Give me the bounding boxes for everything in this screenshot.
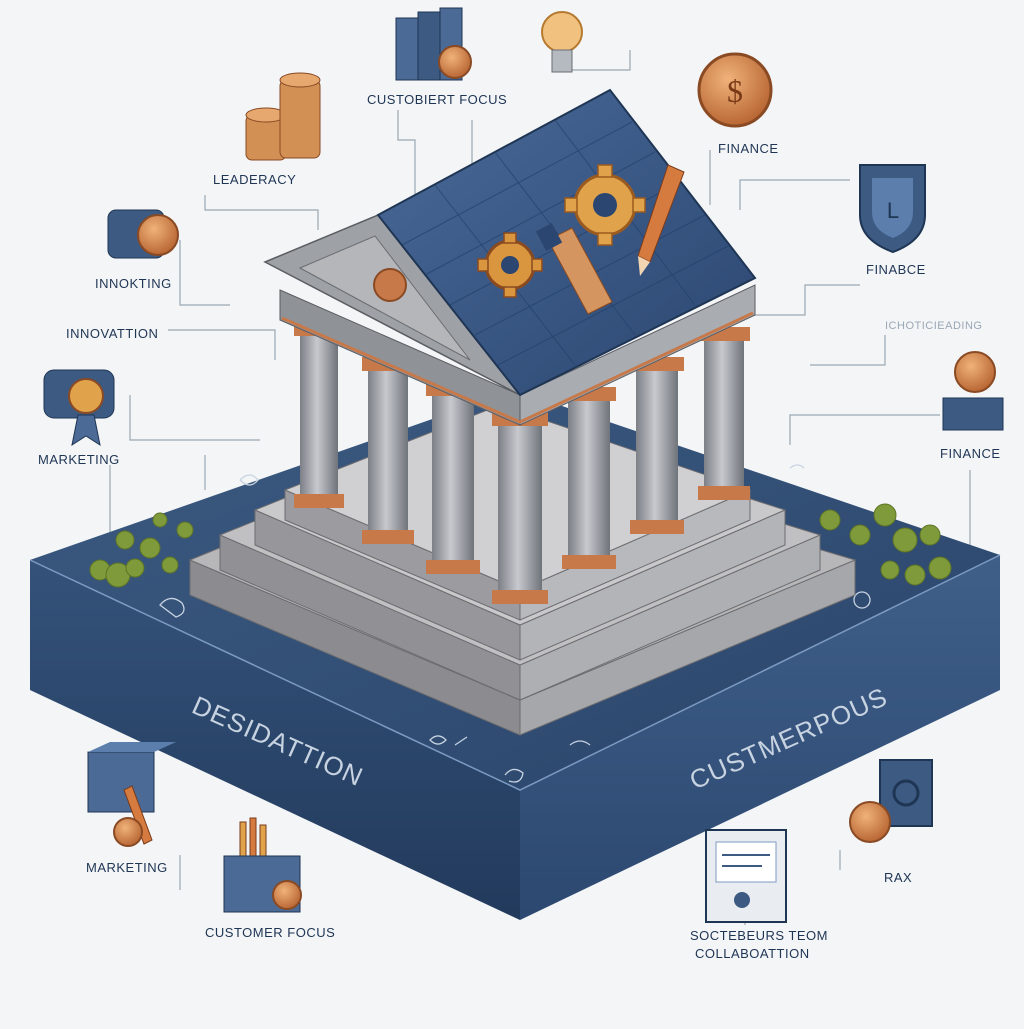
label-rax: RAX (884, 870, 913, 885)
column (426, 382, 480, 574)
platform-doodles (159, 464, 871, 783)
label-customer-focus-top: CUSTOBIERT FOCUS (367, 92, 508, 107)
svg-text:$: $ (727, 73, 743, 109)
label-innovating: INNOKTING (95, 276, 172, 291)
label-customer-focus-bottom: CUSTOMER FOCUS (205, 925, 336, 940)
log-coin-icon (107, 209, 179, 259)
label-collaboration-line2: COLLABOATTION (695, 946, 810, 961)
column (630, 357, 684, 534)
label-innovation: INNOVATTION (66, 326, 159, 341)
column (698, 327, 750, 500)
coin-stack-icon (245, 72, 321, 161)
label-leadership: LEADERACY (213, 172, 297, 187)
books-icon (395, 7, 472, 81)
entablature (279, 284, 756, 426)
shield-icon: L (859, 164, 926, 254)
svg-text:L: L (887, 198, 899, 223)
label-collaboration-line1: SOCTEBEURS TEOM (690, 928, 829, 943)
column (562, 387, 616, 569)
coin-on-pedestal-icon (942, 351, 1004, 431)
label-finance-top: FINANCE (718, 141, 779, 156)
gear-icon (564, 164, 646, 246)
award-ribbon-icon (43, 369, 115, 447)
label-faint-right: ICHOTICIEADING (885, 320, 983, 332)
column (294, 322, 344, 508)
label-finance-mid: FINABCE (866, 262, 926, 277)
pencil-box-icon (223, 817, 302, 913)
gear-icon (477, 232, 543, 298)
shrubs (89, 503, 952, 588)
label-marketing-left: MARKETING (38, 452, 120, 467)
scroll-icon (535, 223, 613, 315)
book-coin-icon (849, 759, 933, 843)
document-icon (705, 829, 787, 923)
label-finance-right: FINANCE (940, 446, 1001, 461)
column (362, 357, 414, 544)
lightbulb-icon (541, 11, 583, 73)
label-marketing-bottom: MARKETING (86, 860, 168, 875)
pencil-icon (637, 164, 685, 276)
column (492, 412, 548, 604)
box-pencil-icon (87, 742, 176, 847)
coin-icon: $ (697, 52, 773, 128)
